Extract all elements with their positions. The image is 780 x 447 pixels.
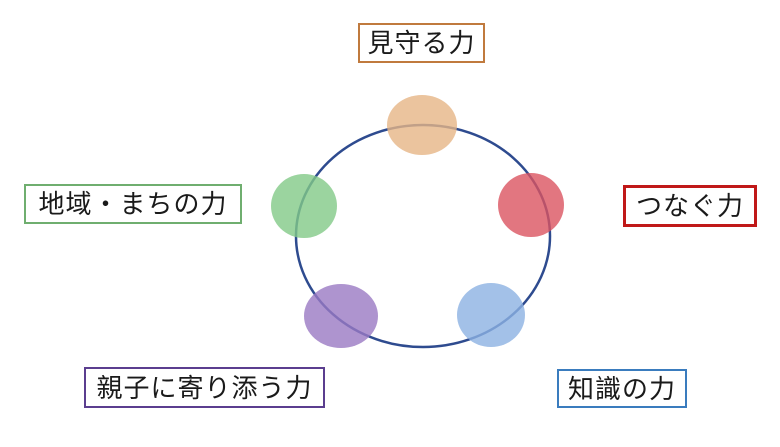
label-box-chiiki-machi: 地域・まちの力 [24,184,242,224]
label-box-mimamoru: 見守る力 [358,23,485,63]
label-box-tsunagu: つなぐ力 [623,185,757,227]
label-box-oyako-yorisou: 親子に寄り添う力 [84,367,325,408]
node-ellipse-top [387,95,457,155]
node-ellipse-bottom-left [304,284,378,348]
node-ellipse-left [271,174,337,238]
label-text-oyako-yorisou: 親子に寄り添う力 [96,372,313,403]
node-ellipse-right [498,173,564,237]
label-text-mimamoru: 見守る力 [367,28,476,58]
node-ellipse-bottom-right [457,283,525,347]
label-text-chiiki-machi: 地域・まちの力 [38,189,228,219]
label-box-chishiki: 知識の力 [557,369,687,408]
label-text-tsunagu: つなぐ力 [635,191,744,221]
label-text-chishiki: 知識の力 [567,373,676,404]
